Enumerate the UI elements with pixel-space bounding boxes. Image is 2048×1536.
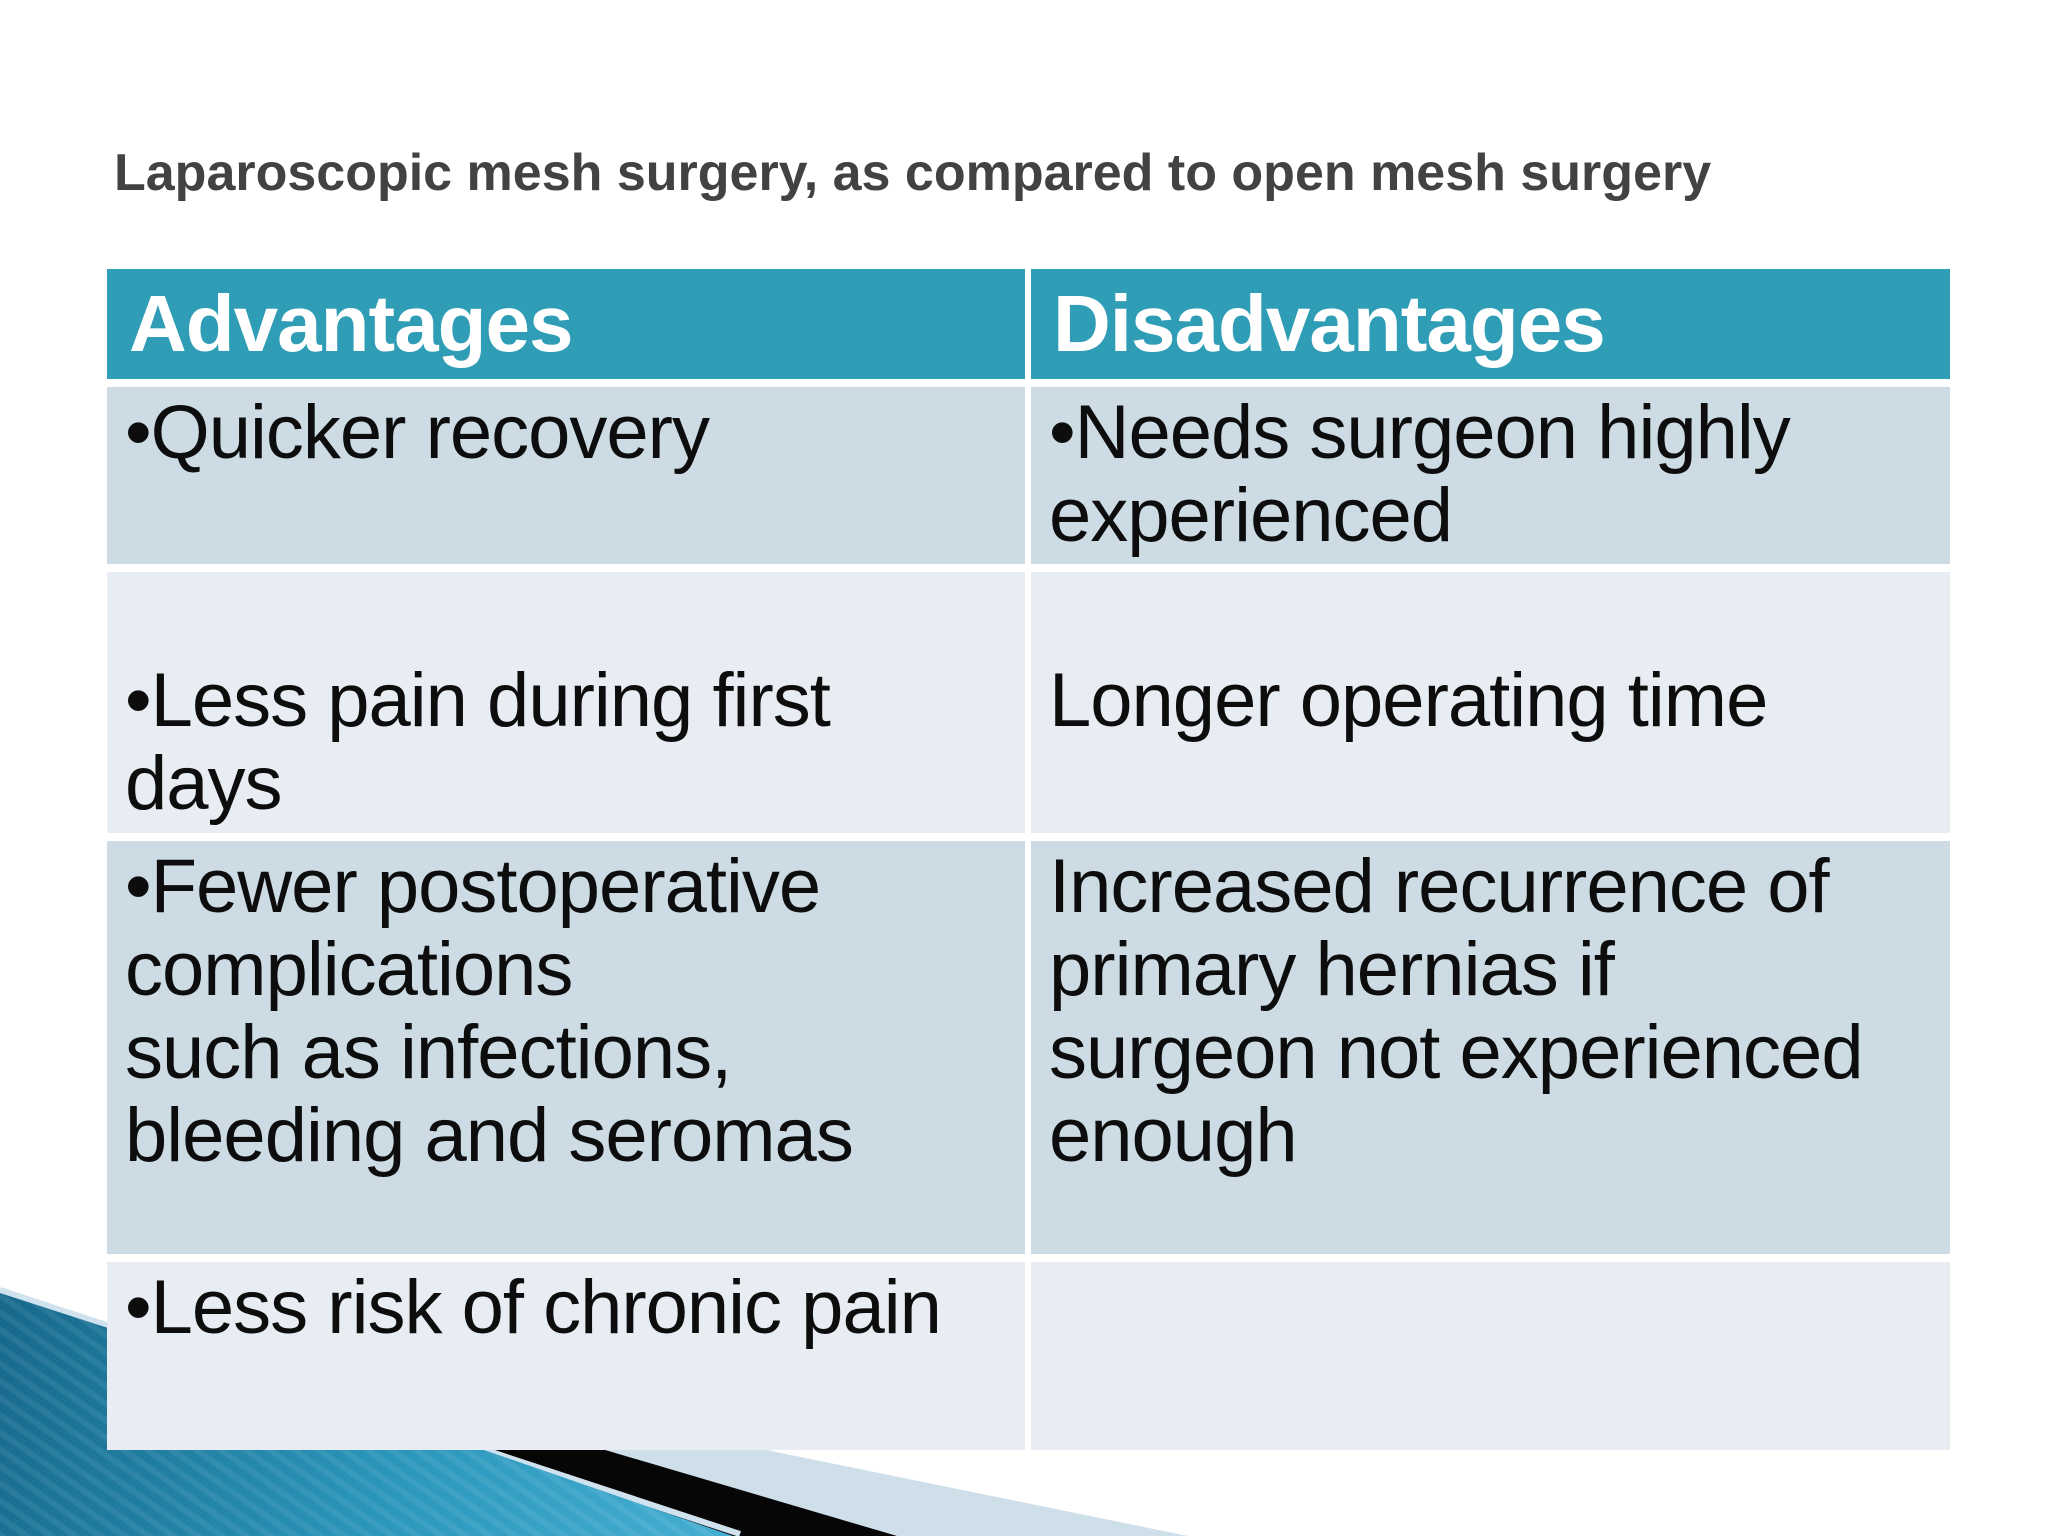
cell-advantage-row1: •Quicker recovery (107, 387, 1025, 564)
comparison-table: Advantages Disadvantages •Quicker recove… (107, 269, 1950, 1450)
column-header-disadvantages: Disadvantages (1031, 269, 1950, 379)
cell-advantage-row3: •Fewer postoperative complications such … (107, 841, 1025, 1254)
cell-disadvantage-row3: Increased recurrence of primary hernias … (1031, 841, 1950, 1254)
slide-title: Laparoscopic mesh surgery, as compared t… (114, 144, 1712, 202)
cell-advantage-row2: •Less pain during first days (107, 572, 1025, 833)
column-header-advantages: Advantages (107, 269, 1025, 379)
cell-disadvantage-row4 (1031, 1262, 1950, 1450)
cell-advantage-row4: •Less risk of chronic pain (107, 1262, 1025, 1450)
cell-disadvantage-row2: Longer operating time (1031, 572, 1950, 833)
cell-disadvantage-row1: •Needs surgeon highly experienced (1031, 387, 1950, 564)
